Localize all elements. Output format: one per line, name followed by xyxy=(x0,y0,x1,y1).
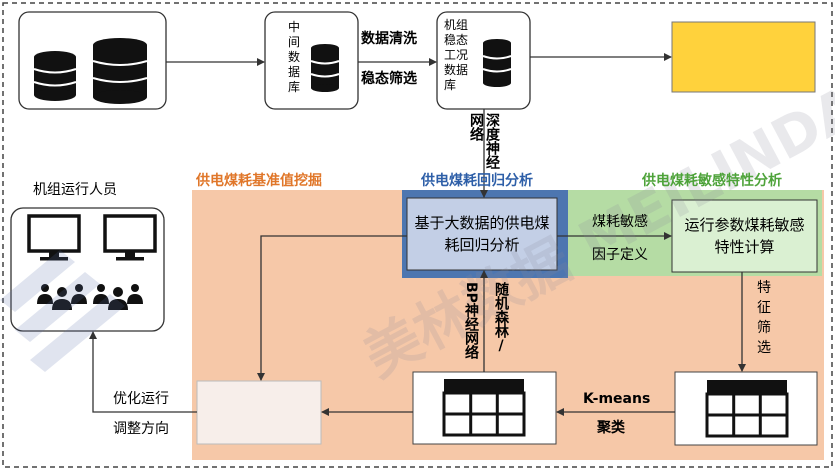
monitor-icon xyxy=(27,214,81,261)
optimize-label-line2: 调整方向 xyxy=(113,421,169,437)
watermark-logo xyxy=(0,250,125,372)
arrow-regression-to-result xyxy=(257,235,407,381)
database-icon xyxy=(482,39,512,87)
steady-filter-label: 稳态筛选 xyxy=(361,71,417,87)
bp-nn-label: BP神经网络 xyxy=(463,282,479,359)
sensitivity-zone-title: 供电煤耗敏感特性分析 xyxy=(642,173,782,189)
baseline-zone-title: 供电煤耗基准值挖掘 xyxy=(196,173,322,189)
random-forest-label: 随机森林/ xyxy=(493,282,509,354)
database-icon xyxy=(33,51,77,101)
kmeans-label-line2: 聚类 xyxy=(597,420,625,436)
people-icon xyxy=(37,284,87,310)
sensitivity-box-text: 运行参数煤耗敏感特性计算 xyxy=(684,216,805,256)
operators-label: 机组运行人员 xyxy=(33,182,117,198)
database-icon xyxy=(92,38,148,104)
optimize-label-line1: 优化运行 xyxy=(113,391,169,407)
regression-zone-title: 供电煤耗回归分析 xyxy=(421,173,533,189)
table-icon xyxy=(442,379,526,437)
yellow-target-box xyxy=(671,21,816,93)
database-icon xyxy=(310,44,340,92)
factor-def-line1: 煤耗敏感 xyxy=(592,214,648,230)
sensitivity-box xyxy=(671,199,818,273)
regression-box-text: 基于大数据的供电煤耗回归分析 xyxy=(414,214,550,254)
factor-def-line2: 因子定义 xyxy=(592,247,648,263)
result-box xyxy=(196,380,322,445)
people-icon xyxy=(93,284,143,310)
deep-nn-label: 深度神经网络 xyxy=(468,113,500,169)
kmeans-label-line1: K-means xyxy=(583,391,651,407)
steady-db-label: 机组稳态工况数据库 xyxy=(444,18,469,92)
data-cleaning-label: 数据清洗 xyxy=(361,31,417,47)
monitor-icon xyxy=(103,214,157,261)
feature-select-label: 特征筛选 xyxy=(757,280,771,356)
arrow-result-to-operators xyxy=(89,331,197,413)
table-icon xyxy=(705,380,789,438)
regression-box xyxy=(406,197,558,271)
intermediate-db-label: 中间数据库 xyxy=(288,20,301,94)
